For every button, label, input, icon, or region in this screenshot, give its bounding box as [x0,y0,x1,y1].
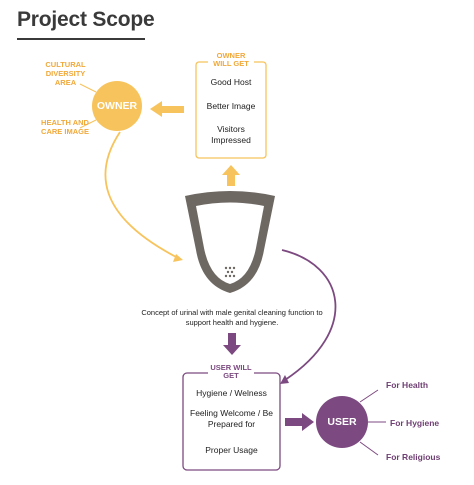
user-connector-health [359,389,379,403]
user-connector-religious [359,441,379,456]
user-box-heading: USER WILL GET [208,364,254,380]
title-underline [17,38,145,40]
drain-dots [224,266,236,278]
arrow-to-user-box [223,333,241,355]
user-label-religious: For Religious [386,452,441,462]
owner-benefit-3: Visitors Impressed [211,124,251,145]
owner-connector-top [79,83,97,93]
owner-benefit-2: Better Image [206,101,256,111]
user-benefit-3: Proper Usage [205,445,258,455]
owner-circle-label: OWNER [96,100,138,112]
purple-curve-head [280,375,289,384]
urinal-inner [196,202,264,284]
concept-caption: Concept of urinal with male genital clea… [141,308,323,327]
page-title: Project Scope [17,8,155,31]
user-circle-label: USER [327,416,357,428]
arrow-to-user [285,413,314,431]
owner-box-heading: OWNER WILL GET [208,52,254,68]
user-benefit-1: Hygiene / Welness [196,388,267,398]
arrow-to-owner-box [222,165,240,186]
user-circle [316,396,368,448]
owner-circle [92,81,142,131]
user-benefit-2: Feeling Welcome / Be Prepared for [190,408,273,429]
orange-curve [104,131,179,259]
user-label-hygiene: For Hygiene [390,418,440,428]
arrow-to-owner [150,101,184,117]
owner-label-health: HEALTH AND CARE IMAGE [41,118,89,136]
user-label-health: For Health [386,380,429,390]
owner-label-cultural: CULTURAL DIVERSITY AREA [45,60,86,87]
owner-benefit-1: Good Host [210,77,252,87]
owner-connector-bottom [79,119,97,129]
orange-curve-head [173,254,183,262]
purple-curve [281,249,337,381]
